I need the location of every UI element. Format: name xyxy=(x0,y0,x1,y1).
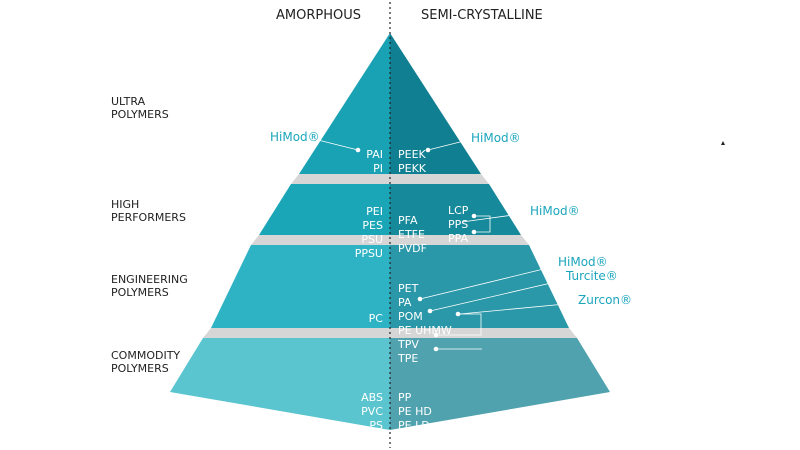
polymer-pet: PET xyxy=(398,282,419,295)
polymer-pekk: PEKK xyxy=(398,162,427,175)
tier-label-commodity: COMMODITY POLYMERS xyxy=(111,349,181,375)
polymer-abs: ABS xyxy=(361,391,383,404)
leader-lines xyxy=(317,139,577,350)
polymer-pps: PPS xyxy=(448,218,468,231)
brand-himod-high: HiMod® xyxy=(530,204,580,218)
polymer-ps: PS xyxy=(369,419,383,432)
polymer-pfa: PFA xyxy=(398,214,418,227)
polymer-tpe: TPE xyxy=(397,352,418,365)
polymer-pi: PI xyxy=(373,162,383,175)
tier-label-high: HIGH PERFORMERS xyxy=(111,198,186,224)
brand-himod-ultra-left: HiMod® xyxy=(270,130,320,144)
polymer-peek: PEEK xyxy=(398,148,427,161)
polymer-etfe: ETFE xyxy=(398,228,425,241)
polymer-pom: POM xyxy=(398,310,423,323)
polymer-lcp: LCP xyxy=(448,204,469,217)
small-arrow-mark xyxy=(721,141,725,145)
polymer-ppa: PPA xyxy=(448,232,469,245)
polymer-ppsu: PPSU xyxy=(355,247,383,260)
polymer-pc: PC xyxy=(369,312,384,325)
polymer-pe-ld: PE LD xyxy=(398,419,430,432)
tier-commodity-amorphous xyxy=(170,338,390,430)
header-amorphous: AMORPHOUS xyxy=(276,8,361,23)
polymer-pei: PEI xyxy=(366,205,383,218)
leader-dots xyxy=(355,147,477,352)
polymer-pai: PAI xyxy=(366,148,383,161)
polymer-pa: PA xyxy=(398,296,412,309)
polymer-pvc: PVC xyxy=(361,405,383,418)
polymer-pes: PES xyxy=(362,219,383,232)
tier-high-amorphous xyxy=(259,184,390,235)
tier-ultra-semi xyxy=(390,33,481,174)
polymer-pvdf: PVDF xyxy=(398,242,427,255)
tier-label-ultra: ULTRA POLYMERS xyxy=(111,95,169,121)
polymer-pe-uhmw: PE UHMW xyxy=(398,324,452,337)
brand-zurcon: Zurcon® xyxy=(578,293,632,307)
polymer-tpv: TPV xyxy=(397,338,419,351)
brand-himod-ultra-right: HiMod® xyxy=(471,131,521,145)
separator-band-2 xyxy=(251,235,529,245)
header-semi-crystalline: SEMI-CRYSTALLINE xyxy=(421,8,543,23)
tier-high-semi xyxy=(390,184,521,235)
polymer-pp: PP xyxy=(398,391,412,404)
brand-himod-eng: HiMod® xyxy=(558,255,608,269)
tier-commodity-semi xyxy=(390,338,610,430)
tier-engineering-semi xyxy=(390,245,569,328)
tier-engineering-amorphous xyxy=(211,245,390,328)
brand-turcite: Turcite® xyxy=(565,269,618,283)
polymer-psu: PSU xyxy=(361,233,383,246)
tier-ultra-amorphous xyxy=(299,33,390,174)
tier-label-engineering: ENGINEERING POLYMERS xyxy=(111,273,188,299)
polymer-pe-hd: PE HD xyxy=(398,405,432,418)
